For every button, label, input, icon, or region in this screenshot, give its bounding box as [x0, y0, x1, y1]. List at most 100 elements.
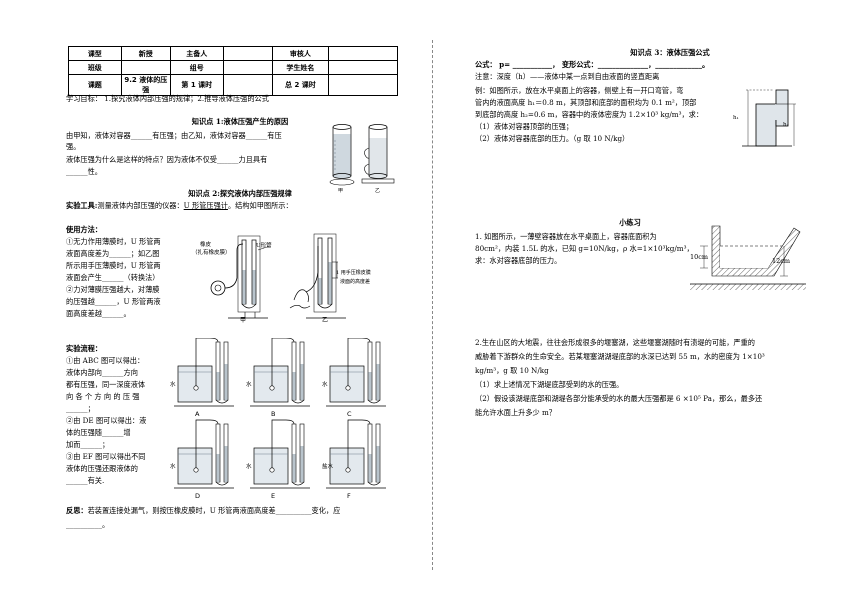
flow-line-1: ①由 ABC 图可以得出： — [66, 356, 145, 365]
example-q1: （1）液体对容器顶部的压强； — [475, 122, 574, 131]
header-cell: 组号 — [169, 60, 224, 75]
usage-line-2: 液面高度差为______；如乙图 — [66, 249, 160, 258]
flow-line-6: ②由 DE 图可以得出：液 — [66, 416, 147, 425]
beaker-setup-a: 水A — [170, 338, 234, 418]
tool-name: U 形管压强计 — [183, 201, 228, 210]
flow-line-4: 向 各 个 方 向 的 压 强 — [66, 392, 140, 401]
practice-title: 小练习 — [619, 218, 641, 227]
reflection-line-1: 反思：若装置连接处漏气，则按压橡皮膜时，U 形管两液面高度差__________… — [66, 506, 340, 516]
practice2-line-2: 威胁着下游群众的生命安全。若某堰塞湖湖堤底部的水深已达到 55 m，水的密度为 … — [475, 352, 765, 361]
fold-line — [432, 40, 433, 570]
header-cell: 学生姓名 — [271, 60, 329, 75]
fig1-label-yi: 乙 — [375, 188, 381, 194]
usage-line-3: 所示用手压薄膜时，U 形管两 — [66, 261, 161, 270]
header-cell: 新授 — [120, 46, 171, 61]
kp1-line-2: 强。 — [66, 142, 81, 151]
stepped-container-illustration — [690, 225, 806, 290]
beaker-letter-label: D — [195, 492, 200, 500]
beaker-letter-label: B — [271, 410, 275, 418]
flow-line-10: 液体的压强还跟液体的 — [66, 464, 138, 473]
header-cell — [327, 46, 399, 61]
header-cell: 课题 — [68, 74, 122, 96]
lesson-header-table: 课型 新授 主备人 审核人 班级 组号 学生姓名 课题 9.2 液体的压强 第 … — [68, 46, 399, 96]
kp2-title: 知识点 2:探究液体内部压强规律 — [188, 189, 292, 198]
flow-line-3: 都有压强，同一深度液体 — [66, 380, 146, 389]
tool-label: 实验工具: — [66, 201, 98, 210]
gauge-label-height-diff: 液面的高度差 — [340, 279, 371, 285]
flow-line-11: ______有关. — [66, 476, 105, 485]
kp1-line-4: ______性。 — [66, 167, 102, 176]
flow-line-9: ③由 EF 图可以得出不同 — [66, 452, 146, 461]
gauge-label-jia: 甲 — [240, 317, 247, 324]
reflection-line-2: __________。 — [66, 520, 110, 529]
cylinders-figure — [328, 120, 396, 188]
reflection-label: 反思： — [66, 506, 88, 515]
beaker-setup-b: 水B — [246, 338, 310, 418]
usage-title: 使用方法： — [66, 225, 102, 234]
gauge-label-yi: 乙 — [322, 317, 329, 324]
header-cell — [327, 60, 399, 75]
practice2-q1: （1）求上述情况下湖堤底部受到的水的压强。 — [475, 380, 624, 389]
kp1-line-1: 由甲知，液体对容器______有压强；由乙知，液体对容器______有压 — [66, 131, 282, 140]
beaker-letter-label: A — [195, 410, 200, 418]
beaker-letter-label: E — [271, 492, 275, 500]
header-cell — [120, 60, 171, 75]
header-cell — [222, 74, 273, 96]
practice2-line-3: kg/m³，g 取 10 N/kg — [475, 366, 549, 375]
header-cell: 课型 — [68, 46, 122, 61]
fig1-label-jia: 甲 — [338, 188, 344, 194]
header-row: 课型 新授 主备人 审核人 — [68, 46, 399, 61]
usage-line-1: ①无力作用薄膜时，U 形管两 — [66, 237, 161, 246]
beaker-liquid-label: 盐水 — [322, 462, 334, 470]
example-line-3: 到底部的高度 h₂=0.6 m，容器中的液体密度为 1.2×10³ kg/m³，… — [475, 110, 704, 119]
gauge-label-u-tube: U形管 — [256, 243, 272, 249]
depth-note: 注意：深度（h）——液体中某一点到自由液面的竖直距离 — [475, 72, 660, 81]
beaker-setup-e: 水E — [246, 419, 310, 500]
cylinders-illustration — [329, 124, 395, 186]
reflection-text: 若装置连接处漏气，则按压橡皮膜时，U 形管两液面高度差__________变化，… — [87, 506, 341, 515]
gauge-label-membrane: （扎有橡皮膜） — [192, 250, 231, 256]
beaker-liquid-label: 水 — [322, 380, 328, 388]
header-cell: 主备人 — [169, 46, 224, 61]
header-cell: 9.2 液体的压强 — [120, 74, 171, 96]
dim-12cm: 12cm — [772, 257, 791, 265]
stepped-container-figure — [690, 222, 806, 298]
beaker-liquid-label: 水 — [246, 462, 252, 470]
flow-line-5: ______； — [66, 404, 95, 413]
kp1-title: 知识点 1:液体压强产生的原因 — [191, 117, 289, 126]
header-cell: 审核人 — [271, 46, 329, 61]
formula-line: 公式： p= ___________， 变形公式：______________，… — [475, 60, 710, 69]
beaker-liquid-label: 水 — [170, 380, 176, 388]
usage-line-4: 液面会产生______（转换法） — [66, 273, 160, 282]
tool-line: 实验工具:测量液体内部压强的仪器：U 形管压强计。结构如甲图所示： — [66, 201, 293, 211]
example-q2: （2）液体对容器底部的压力。（g 取 10 N/kg） — [475, 134, 630, 143]
header-cell: 总 2 课时 — [271, 74, 329, 96]
practice2-line-1: 2.生在山区的大地震，往往会形成很多的堰塞湖，这些堰塞湖随时有溃堤的可能，严重的 — [475, 338, 755, 347]
container-side-tube-figure — [716, 84, 800, 162]
beaker-setup-f: 盐水 F — [322, 419, 386, 500]
beaker-letter-label: C — [347, 410, 352, 418]
header-cell — [327, 74, 399, 96]
header-row: 课题 9.2 液体的压强 第 1 课时 总 2 课时 — [68, 74, 399, 96]
label-h1: h₁ — [733, 115, 739, 121]
example-line-2: 管内的液面高度 h₁＝0.8 m，其顶部和底部的面积均为 0.1 m²，顶部 — [475, 98, 697, 107]
flow-line-7: 体的压强随______增 — [66, 428, 131, 437]
header-cell — [222, 46, 273, 61]
gauge-label-press: 1 用手压橡皮膜 — [336, 270, 371, 276]
beaker-letter-label: F — [347, 492, 351, 500]
gauge-label-rubber: 橡皮 — [200, 242, 212, 248]
beaker-setup-d: 水D — [170, 419, 234, 500]
beaker-setup-c: 水C — [322, 338, 386, 418]
u-tube-gauge-figure — [198, 230, 398, 330]
container-side-tube-illustration — [742, 89, 796, 147]
header-row: 班级 组号 学生姓名 — [68, 60, 399, 75]
header-cell: 第 1 课时 — [169, 74, 224, 96]
tool-rest: 。结构如甲图所示： — [227, 201, 293, 210]
flow-title: 实验流程： — [66, 344, 102, 353]
usage-line-5: ②力对薄膜压强越大，对薄膜 — [66, 285, 160, 294]
beaker-liquid-label: 水 — [170, 462, 176, 470]
usage-line-6: 的压强越______，U 形管两液 — [66, 297, 161, 306]
practice1-line-2: 80cm²，内装 1.5L 的水，已知 g=10N/kg，ρ 水=1×10³kg… — [475, 244, 694, 253]
